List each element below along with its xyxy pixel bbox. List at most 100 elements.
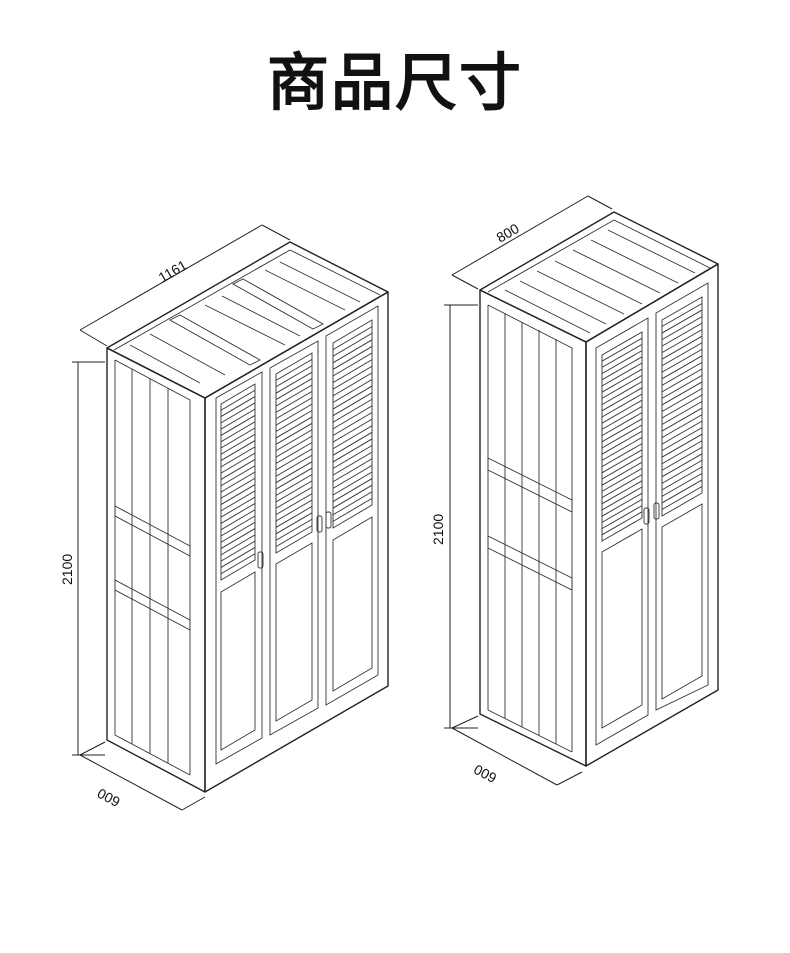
louvre-slat	[661, 309, 703, 334]
louvre-slat	[332, 438, 373, 463]
louvre-slat	[275, 403, 313, 426]
louvre-slat	[220, 446, 256, 468]
louvre-slat	[601, 393, 643, 418]
louvre-slat	[275, 410, 313, 432]
louvre-slat	[275, 390, 313, 413]
louvre-slat	[220, 521, 256, 543]
louvre-slat	[332, 405, 373, 430]
wardrobe-three-door: 1161 2100 600	[59, 224, 389, 811]
wardrobe-two-door: 800 2100 600	[430, 195, 719, 786]
louvre-slat	[661, 479, 703, 504]
louvre-slat	[275, 397, 313, 420]
louvre-slat	[601, 443, 643, 467]
louvre-slat	[332, 339, 373, 364]
louvre-slat	[332, 458, 373, 483]
louvre-slat	[661, 316, 703, 340]
louvre-slat	[220, 484, 256, 505]
louvre-slat	[220, 553, 256, 575]
louvre-slat	[661, 466, 703, 491]
louvre-slat	[275, 442, 313, 464]
louvre-slat	[601, 344, 643, 368]
louvre-slat	[661, 394, 703, 419]
louvre-slat	[601, 511, 643, 536]
louvre-slat	[220, 402, 256, 424]
louvre-slat	[220, 534, 256, 556]
louvre-slat	[275, 499, 313, 522]
height-label-small: 2100	[430, 514, 446, 545]
louvre-slat	[601, 387, 643, 412]
louvre-slat	[275, 365, 313, 388]
louvre-slat	[332, 484, 373, 509]
louvre-slat	[220, 459, 256, 480]
louvre-slat	[601, 350, 643, 374]
louvre-slat	[601, 492, 643, 517]
louvre-slat	[601, 480, 643, 505]
louvre-slat	[661, 329, 703, 354]
louvre-slat	[275, 512, 313, 535]
depth-label-large: 600	[94, 785, 122, 810]
dimension-width-large	[79, 224, 291, 347]
louvre-slat	[332, 379, 373, 403]
louvre-slat	[601, 368, 643, 393]
louvre-slat	[601, 505, 643, 529]
louvre-slat	[332, 412, 373, 436]
louvre-slat	[275, 422, 313, 445]
louvre-slat	[661, 361, 703, 386]
louvre-slat	[275, 429, 313, 452]
louvre-slat	[661, 473, 703, 497]
louvre-slat	[332, 418, 373, 443]
louvre-slat	[332, 332, 373, 357]
louvre-slat	[661, 414, 703, 438]
louvre-slat	[601, 375, 643, 399]
dimension-height-large	[72, 361, 105, 756]
louvre-slat	[275, 525, 313, 547]
louvre-slat	[275, 486, 313, 509]
louvre-slat	[275, 448, 313, 471]
louvre-slat	[661, 355, 703, 380]
louvre-slat	[220, 440, 256, 461]
louvre-slat	[601, 356, 643, 381]
page-title: 商品尺寸	[266, 46, 523, 119]
louvre-slat	[661, 375, 703, 399]
louvre-slat	[220, 415, 256, 436]
louvre-slat	[332, 478, 373, 502]
louvre-slat	[275, 384, 313, 407]
louvre-slat	[332, 346, 373, 370]
louvre-slat	[220, 509, 256, 531]
louvre-slat	[661, 420, 703, 445]
louvre-slat	[601, 362, 643, 387]
louvre-slat	[601, 399, 643, 424]
louvre-slat	[332, 398, 373, 423]
louvre-slat	[332, 359, 373, 384]
louvre-slat	[275, 359, 313, 381]
louvre-slat	[661, 407, 703, 432]
louvre-slat	[601, 449, 643, 474]
dimension-width-small	[451, 195, 613, 290]
louvre-slat	[220, 540, 256, 562]
louvre-slat	[220, 396, 256, 417]
louvre-slat	[275, 493, 313, 516]
louvre-slat	[275, 506, 313, 528]
louvre-slat	[220, 452, 256, 474]
louvre-slat	[275, 378, 313, 400]
louvre-slat	[275, 461, 313, 484]
louvre-slat	[220, 471, 256, 493]
height-label-large: 2100	[59, 554, 75, 585]
louvre-slat	[332, 385, 373, 410]
louvre-slat	[661, 322, 703, 347]
louvre-slat	[601, 406, 643, 430]
louvre-slat	[332, 392, 373, 417]
louvre-slat	[332, 372, 373, 397]
louvre-slat	[661, 381, 703, 406]
louvre-slat	[661, 427, 703, 452]
louvre-slat	[275, 416, 313, 439]
dimension-depth-large	[79, 741, 206, 811]
louvre-slat	[275, 435, 313, 458]
louvre-slat	[220, 465, 256, 487]
louvre-slat	[220, 496, 256, 518]
louvre-slat	[220, 547, 256, 568]
louvre-slat	[275, 454, 313, 477]
louvre-slat	[661, 440, 703, 465]
louvre-slat	[601, 337, 643, 362]
